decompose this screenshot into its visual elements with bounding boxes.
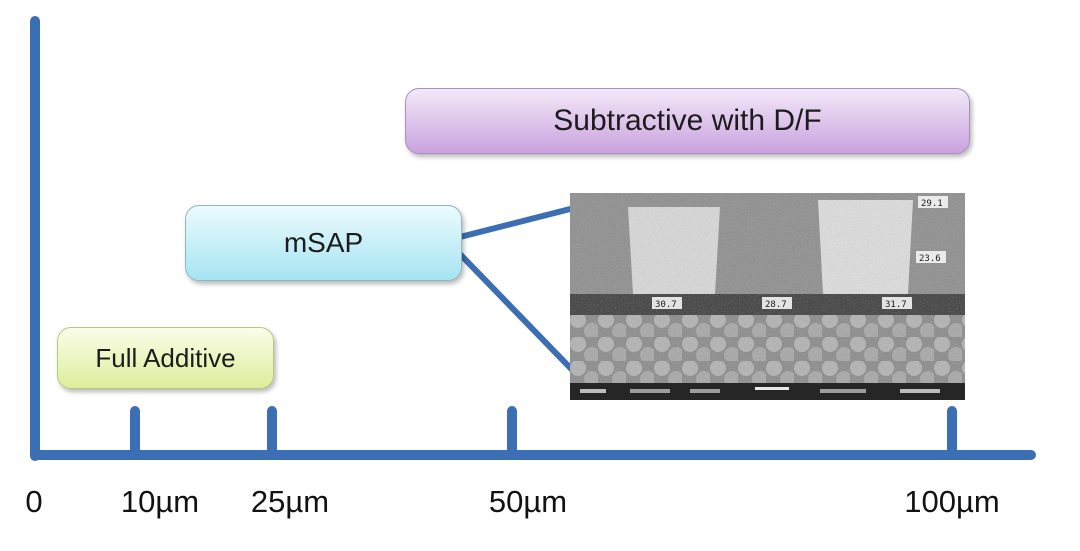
tick-50um [507, 406, 517, 456]
sem-annotation-mid-right: 23.6 [916, 251, 946, 264]
sem-annotation-top-right: 29.1 [918, 196, 948, 209]
tick-10um [130, 406, 140, 456]
sem-annotation-bottom-left: 30.7 [652, 297, 682, 310]
subtractive-label: Subtractive with D/F [553, 104, 822, 137]
msap-box: mSAP [185, 205, 462, 281]
sem-annotation-bottom-right: 31.7 [882, 297, 912, 310]
callout-line-upper [455, 203, 583, 241]
full-additive-label: Full Additive [95, 342, 236, 373]
msap-label: mSAP [283, 227, 364, 258]
sem-grain-overlay [570, 193, 965, 383]
axis-label-0: 0 [25, 484, 43, 519]
axis-label-25um: 25µm [250, 484, 330, 519]
sem-annotation-bottom-center: 28.7 [762, 297, 792, 310]
tick-25um [267, 406, 277, 456]
svg-text:30.7: 30.7 [655, 300, 677, 310]
axis-label-50um: 50µm [488, 484, 568, 519]
svg-text:23.6: 23.6 [919, 254, 941, 264]
axis-label-10um: 10µm [120, 484, 200, 519]
x-axis-line [30, 450, 1036, 460]
full-additive-box: Full Additive [57, 327, 274, 389]
callout-line-lower [453, 247, 585, 383]
subtractive-box: Subtractive with D/F [405, 88, 970, 154]
svg-text:31.7: 31.7 [885, 300, 907, 310]
svg-text:29.1: 29.1 [921, 199, 943, 209]
sem-inset-image: 29.1 23.6 30.7 28.7 31.7 [570, 193, 965, 400]
y-axis-line [30, 16, 40, 461]
axis-label-100um: 100µm [904, 484, 1000, 519]
sem-scale-bar [755, 387, 789, 390]
svg-text:28.7: 28.7 [765, 300, 787, 310]
sem-status-bar [570, 383, 965, 400]
tick-100um [947, 406, 957, 456]
